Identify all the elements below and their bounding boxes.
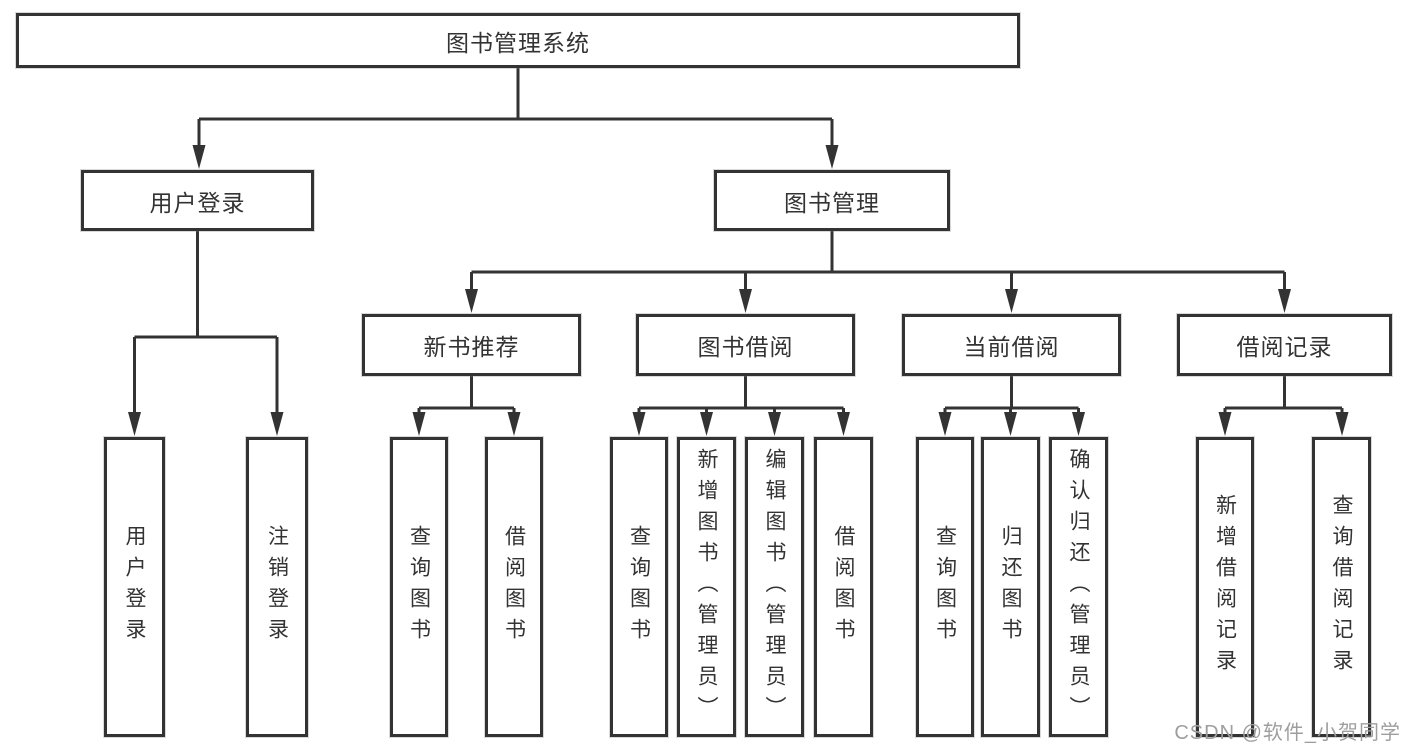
node-new-book-recommend: 新书推荐 (362, 314, 581, 376)
leaf-label: 新增借阅记录 (1213, 494, 1237, 680)
arrow-down-icon (632, 412, 646, 436)
node-book-system-root: 图书管理系统 (16, 13, 1020, 68)
arrow-down-icon (192, 145, 206, 169)
connector-current-children (938, 376, 1085, 436)
leaf-add-borrow-record: 新增借阅记录 (1196, 437, 1254, 737)
arrow-down-icon (128, 412, 141, 436)
leaf-user-login: 用户登录 (104, 437, 165, 737)
leaf-label: 确认归还（管理员） (1067, 447, 1090, 727)
node-book-management: 图书管理 (714, 170, 950, 231)
arrow-down-icon (465, 289, 478, 313)
node-borrowing-records: 借阅记录 (1177, 314, 1392, 376)
leaf-add-books-admin: 新增图书（管理员） (677, 437, 736, 737)
leaf-label: 借阅图书 (832, 525, 855, 649)
leaf-label: 借阅图书 (502, 525, 526, 649)
node-label: 用户登录 (149, 189, 246, 216)
leaf-query-books-newbook: 查询图书 (390, 437, 448, 737)
arrow-down-icon (1278, 289, 1291, 313)
node-book-borrowing: 图书借阅 (636, 314, 855, 376)
node-user-login: 用户登录 (81, 170, 314, 231)
leaf-label: 查询图书 (407, 525, 431, 649)
leaf-edit-books-admin: 编辑图书（管理员） (745, 437, 804, 737)
watermark-text: CSDN @软件_小贺同学 (1174, 722, 1401, 744)
leaf-label: 查询图书 (627, 525, 651, 649)
arrow-down-icon (739, 289, 752, 313)
node-label: 图书管理 (784, 189, 880, 216)
arrow-down-icon (938, 412, 952, 436)
node-current-borrowing: 当前借阅 (902, 314, 1121, 376)
connector-records-children (1218, 376, 1349, 436)
arrow-down-icon (700, 412, 713, 436)
leaf-label: 归还图书 (999, 525, 1022, 649)
arrow-down-icon (825, 145, 839, 169)
leaf-confirm-return-admin: 确认归还（管理员） (1049, 437, 1108, 737)
node-label: 借阅记录 (1236, 334, 1333, 360)
arrow-down-icon (837, 412, 850, 436)
node-label: 新书推荐 (423, 334, 520, 360)
leaf-label: 查询借阅记录 (1330, 494, 1353, 680)
leaf-borrow-books-newbook: 借阅图书 (485, 437, 543, 737)
connector-user-login-children (128, 231, 284, 436)
leaf-label: 查询图书 (933, 525, 957, 649)
arrow-down-icon (1072, 412, 1085, 436)
arrow-down-icon (1218, 412, 1232, 436)
arrow-down-icon (768, 412, 781, 436)
leaf-logout-login: 注销登录 (246, 437, 308, 737)
connector-newbook-children (412, 376, 521, 436)
arrow-down-icon (270, 412, 284, 436)
arrow-down-icon (412, 412, 426, 436)
connector-book-mgmt-children (465, 231, 1291, 313)
arrow-down-icon (1004, 412, 1017, 436)
node-label: 图书管理系统 (446, 29, 590, 56)
leaf-query-books-current: 查询图书 (916, 437, 974, 737)
leaf-label: 注销登录 (265, 525, 289, 649)
leaf-label: 新增图书（管理员） (695, 447, 718, 727)
leaf-query-books-borrow: 查询图书 (610, 437, 668, 737)
leaf-borrow-books-borrow: 借阅图书 (814, 437, 873, 737)
connector-root-to-level2 (192, 68, 839, 169)
leaf-label: 编辑图书（管理员） (763, 447, 786, 727)
leaf-return-books: 归还图书 (981, 437, 1040, 737)
node-label: 当前借阅 (963, 334, 1060, 360)
connector-borrow-children (632, 376, 850, 436)
node-label: 图书借阅 (697, 334, 794, 360)
arrow-down-icon (1005, 289, 1018, 313)
leaf-query-borrow-record: 查询借阅记录 (1312, 437, 1371, 737)
arrow-down-icon (507, 412, 521, 436)
leaf-label: 用户登录 (123, 525, 146, 649)
arrow-down-icon (1335, 412, 1349, 436)
